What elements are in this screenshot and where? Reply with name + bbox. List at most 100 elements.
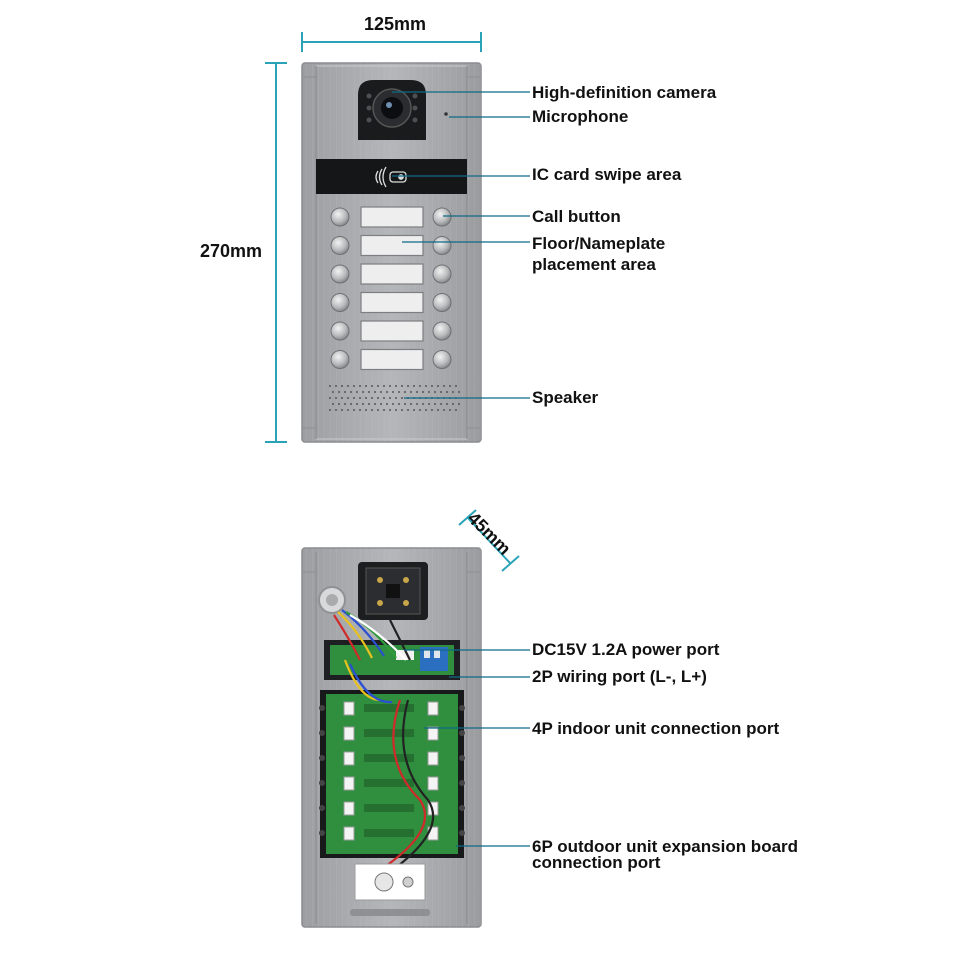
speaker-hole (392, 391, 394, 393)
label-nameplate-line1: Floor/Nameplate (532, 234, 666, 253)
speaker-hole (410, 403, 412, 405)
speaker-hole (374, 403, 376, 405)
speaker-hole (404, 391, 406, 393)
mounting-hole (319, 830, 325, 836)
leader-lines (392, 91, 530, 847)
speaker-hole (422, 391, 424, 393)
speaker-hole (440, 391, 442, 393)
camera-board (358, 562, 428, 620)
speaker-hole (380, 403, 382, 405)
speaker-hole (335, 397, 337, 399)
speaker-hole (353, 409, 355, 411)
speaker-hole (389, 409, 391, 411)
speaker-hole (353, 385, 355, 387)
label-nameplate-line2: placement area (532, 255, 656, 274)
mounting-hole (459, 780, 465, 786)
speaker-hole (404, 403, 406, 405)
speaker-hole (383, 397, 385, 399)
board-trace (364, 729, 414, 737)
speaker-hole (359, 409, 361, 411)
label-indoor-port: 4P indoor unit connection port (532, 719, 780, 738)
speaker-hole (395, 385, 397, 387)
speaker-hole (338, 403, 340, 405)
connector-port (343, 701, 355, 716)
speaker-hole (458, 391, 460, 393)
call-button (330, 264, 350, 284)
speaker-hole (428, 403, 430, 405)
mounting-hole (319, 805, 325, 811)
mounting-hole (459, 755, 465, 761)
camera-icon (358, 80, 426, 140)
speaker-hole (407, 409, 409, 411)
speaker-hole (398, 403, 400, 405)
label-call-button: Call button (532, 207, 621, 226)
call-button (432, 293, 452, 312)
speaker-hole (419, 409, 421, 411)
mounting-hole (319, 780, 325, 786)
board-trace (364, 829, 414, 837)
speaker-hole (431, 385, 433, 387)
microphone-icon (318, 586, 346, 614)
call-button (432, 350, 452, 369)
microphone-hole (444, 112, 448, 116)
speaker-hole (443, 409, 445, 411)
connector-port (427, 701, 439, 716)
speaker-hole (350, 391, 352, 393)
speaker-hole (365, 409, 367, 411)
call-button (330, 350, 350, 369)
speaker-hole (416, 391, 418, 393)
wire-bundle (333, 609, 435, 873)
speaker-hole (434, 403, 436, 405)
label-power-port: DC15V 1.2A power port (532, 640, 720, 659)
label-camera: High-definition camera (532, 83, 717, 102)
connector-port (427, 751, 439, 766)
speaker-hole (458, 403, 460, 405)
dimension-lines (265, 32, 520, 572)
speaker-hole (413, 385, 415, 387)
speaker-hole (377, 397, 379, 399)
main-circuit-board (319, 690, 465, 858)
speaker-hole (362, 403, 364, 405)
mounting-hole (319, 705, 325, 711)
call-button (330, 321, 350, 341)
speaker-hole (350, 403, 352, 405)
speaker-hole (389, 397, 391, 399)
speaker-hole (395, 409, 397, 411)
speaker-hole (428, 391, 430, 393)
speaker-hole (380, 391, 382, 393)
speaker-hole (359, 385, 361, 387)
speaker-hole (452, 403, 454, 405)
speaker-hole (410, 391, 412, 393)
speaker-hole (338, 391, 340, 393)
speaker-hole (329, 385, 331, 387)
speaker-hole (344, 403, 346, 405)
speaker-hole (446, 391, 448, 393)
connector-port (343, 751, 355, 766)
connector-port (427, 776, 439, 791)
speaker-hole (377, 385, 379, 387)
label-ic-card: IC card swipe area (532, 165, 682, 184)
speaker-hole (383, 385, 385, 387)
mounting-hole (319, 730, 325, 736)
speaker-hole (437, 409, 439, 411)
call-button (330, 293, 350, 312)
speaker-hole (425, 385, 427, 387)
call-button (432, 321, 452, 341)
speaker-hole (449, 409, 451, 411)
mounting-hole (459, 705, 465, 711)
speaker-hole (344, 391, 346, 393)
label-speaker: Speaker (532, 388, 599, 407)
nameplate (360, 320, 424, 342)
speaker-hole (383, 409, 385, 411)
speaker-hole (362, 391, 364, 393)
speaker-hole (413, 409, 415, 411)
mounting-hole (459, 730, 465, 736)
speaker-hole (347, 397, 349, 399)
nameplate (360, 291, 424, 314)
board-trace (364, 779, 414, 787)
mounting-hole (459, 805, 465, 811)
speaker-hole (353, 397, 355, 399)
speaker-hole (386, 391, 388, 393)
call-button (432, 236, 452, 255)
